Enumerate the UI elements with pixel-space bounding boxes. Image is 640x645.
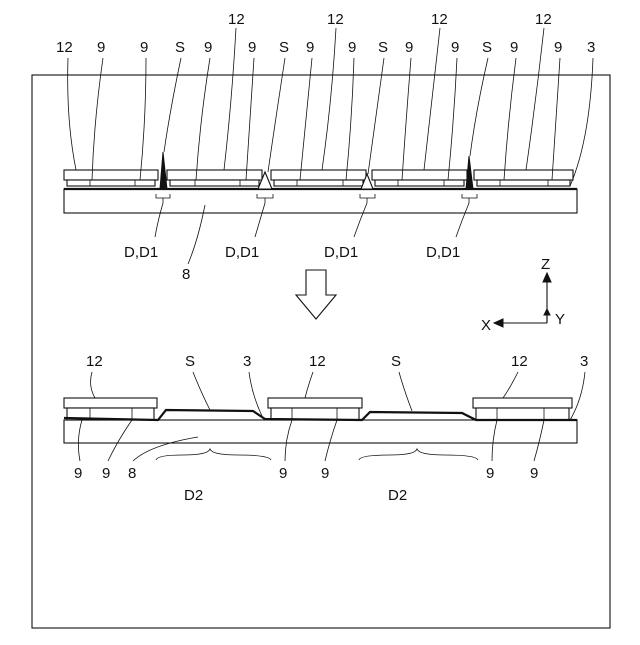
pads-9	[274, 180, 363, 186]
bottom-labels-upper: 12 S 3 12 S 12 3	[86, 353, 588, 370]
label-9: 9	[306, 39, 314, 56]
top-labels-bottom: D,D1 8 D,D1 D,D1 D,D1	[124, 244, 460, 283]
coordinate-axes: Z X Y	[481, 256, 565, 334]
label-12: 12	[511, 353, 528, 370]
module-1	[64, 170, 158, 186]
separator-S	[466, 156, 473, 189]
pads-9	[476, 408, 569, 420]
label-d-d1: D,D1	[124, 244, 158, 261]
top-labels-lower: 12 9 9 S 9 9 S 9 9 S 9 9 S 9 9 3	[56, 39, 595, 56]
label-d-d1: D,D1	[426, 244, 460, 261]
axis-z-label: Z	[541, 256, 550, 273]
bottom-assembly	[64, 372, 585, 461]
brace-D2	[156, 449, 271, 460]
label-8: 8	[128, 465, 136, 482]
label-12: 12	[228, 11, 245, 28]
label-d2: D2	[388, 487, 407, 504]
pads-9	[375, 180, 464, 186]
label-9: 9	[451, 39, 459, 56]
top-labels-upper: 12 12 12 12	[228, 11, 552, 28]
chip-12	[268, 398, 362, 408]
label-12: 12	[86, 353, 103, 370]
label-9: 9	[348, 39, 356, 56]
top-assembly	[64, 28, 593, 264]
label-3: 3	[587, 39, 595, 56]
label-9: 9	[102, 465, 110, 482]
chip-12	[372, 170, 467, 180]
label-d-d1: D,D1	[225, 244, 259, 261]
chip-12	[271, 170, 366, 180]
label-9: 9	[97, 39, 105, 56]
label-d2: D2	[184, 487, 203, 504]
label-9: 9	[530, 465, 538, 482]
pads-9	[170, 180, 259, 186]
label-9: 9	[321, 465, 329, 482]
figure-frame	[32, 75, 610, 628]
axis-x-label: X	[481, 317, 491, 334]
label-S: S	[391, 353, 401, 370]
label-9: 9	[405, 39, 413, 56]
label-S: S	[482, 39, 492, 56]
label-12: 12	[327, 11, 344, 28]
label-S: S	[279, 39, 289, 56]
label-12: 12	[56, 39, 73, 56]
label-9: 9	[554, 39, 562, 56]
label-9: 9	[279, 465, 287, 482]
label-8: 8	[182, 266, 190, 283]
bottom-labels-lower: 9 9 8 9 9 9 9 D2 D2	[74, 465, 538, 504]
module-4	[372, 170, 467, 186]
module-3	[271, 170, 366, 186]
separator-S	[160, 152, 167, 189]
label-d-d1: D,D1	[324, 244, 358, 261]
label-9: 9	[140, 39, 148, 56]
label-S: S	[378, 39, 388, 56]
label-9: 9	[74, 465, 82, 482]
substrate-8	[64, 420, 577, 443]
label-9: 9	[204, 39, 212, 56]
label-S: S	[175, 39, 185, 56]
label-S: S	[185, 353, 195, 370]
substrate-8	[64, 189, 577, 213]
chip-12	[473, 398, 572, 408]
chip-12	[64, 398, 157, 408]
pads-9	[67, 180, 155, 186]
brace-D2	[359, 449, 478, 460]
module-5	[474, 170, 573, 186]
label-3: 3	[243, 353, 251, 370]
module-2	[167, 170, 262, 186]
label-9: 9	[486, 465, 494, 482]
label-3: 3	[580, 353, 588, 370]
chip-12	[167, 170, 262, 180]
axis-y-label: Y	[555, 311, 565, 328]
label-12: 12	[535, 11, 552, 28]
label-12: 12	[309, 353, 326, 370]
chip-12	[64, 170, 158, 180]
pads-9	[477, 180, 570, 186]
label-12: 12	[431, 11, 448, 28]
chip-12	[474, 170, 573, 180]
label-9: 9	[510, 39, 518, 56]
label-9: 9	[248, 39, 256, 56]
process-arrow-icon	[296, 270, 336, 319]
